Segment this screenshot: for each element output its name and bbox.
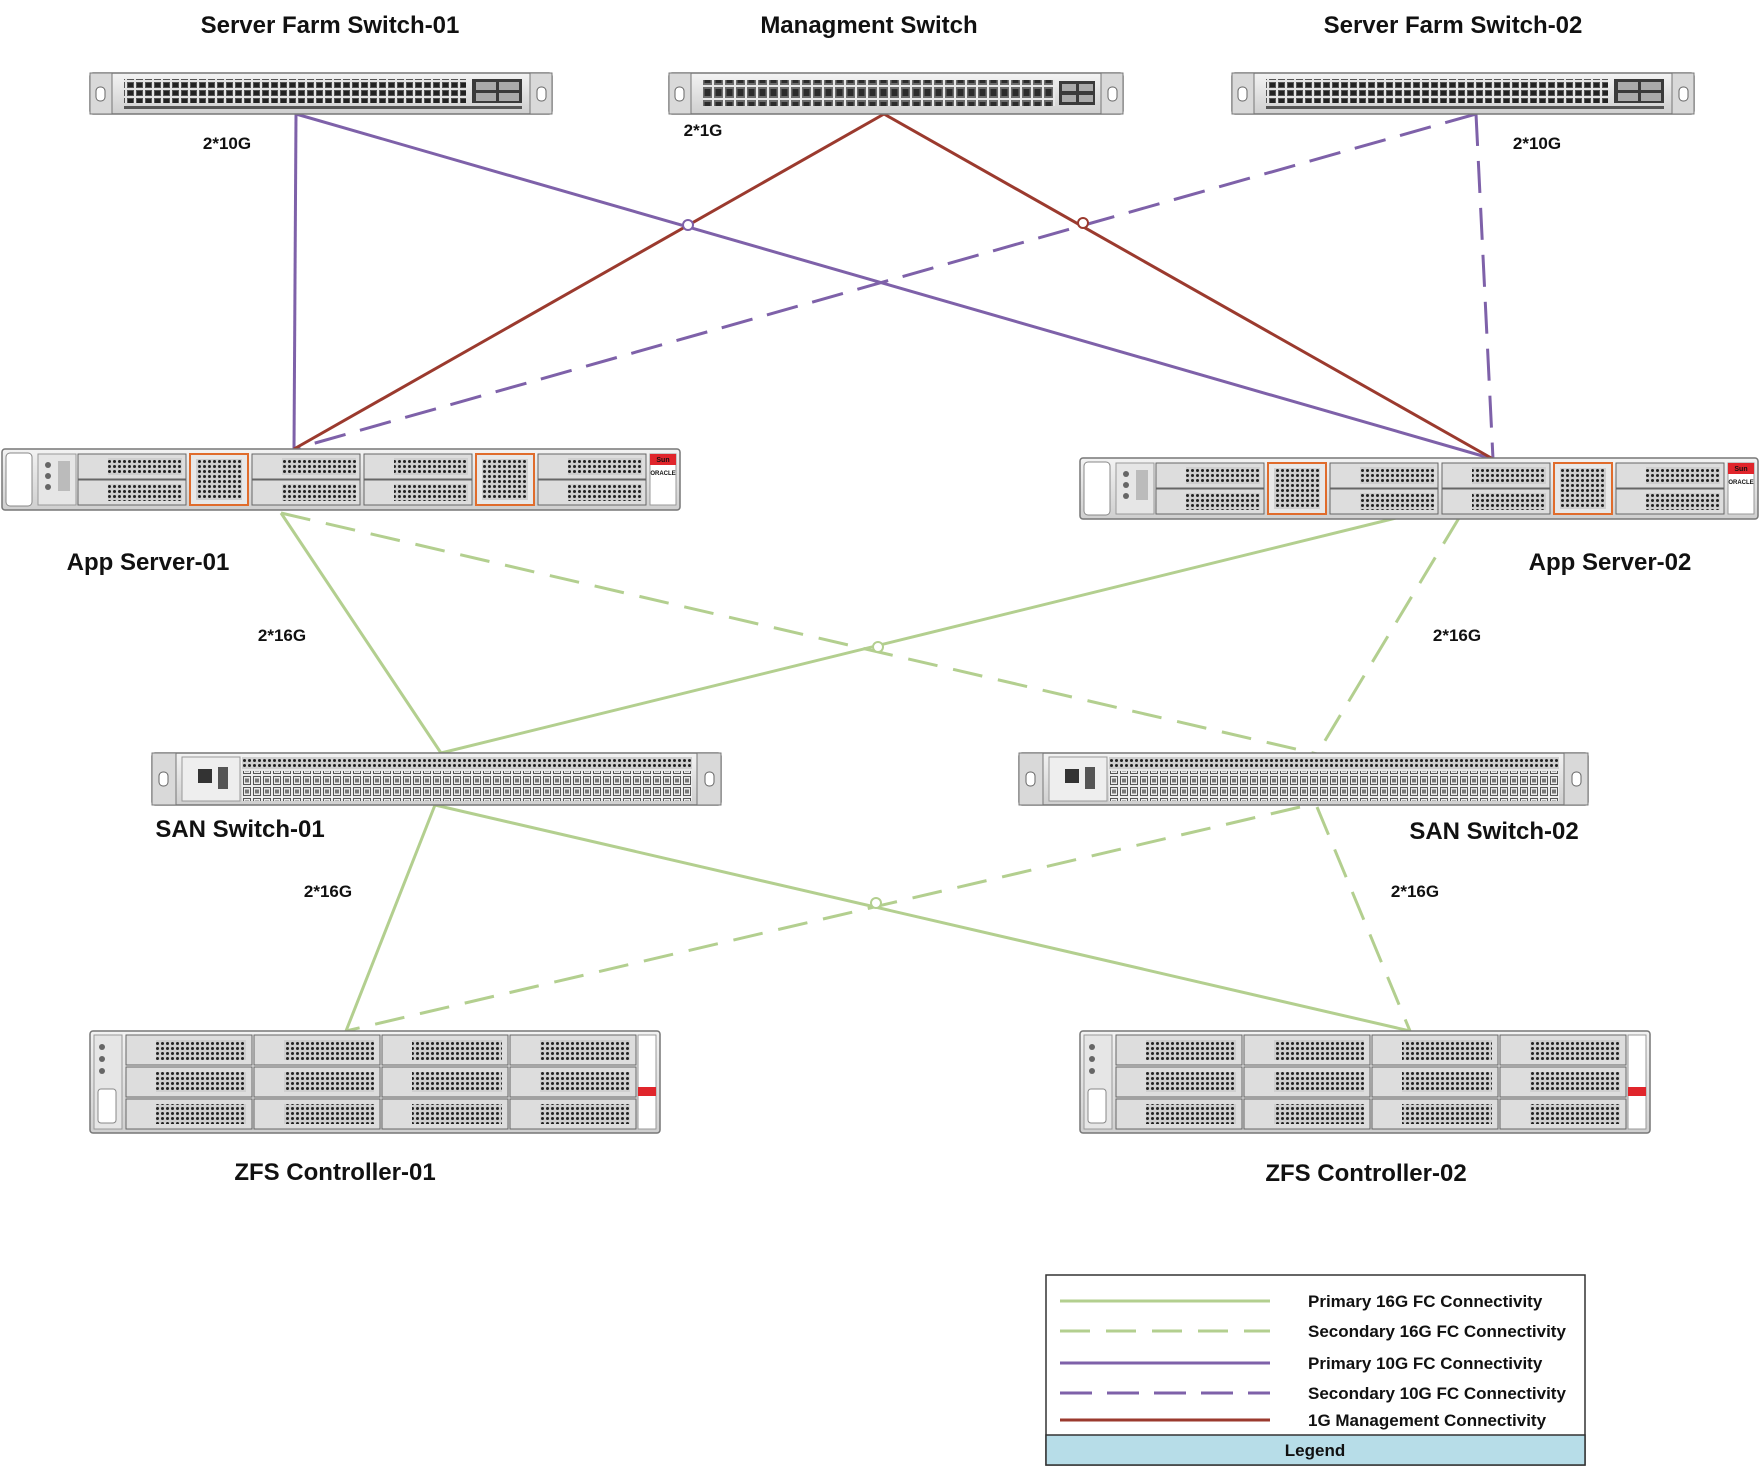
- link-sf02-app02: [1474, 113, 1495, 460]
- drive-bays-left: [77, 453, 187, 506]
- legend-label: Primary 10G FC Connectivity: [1308, 1354, 1543, 1373]
- app-server-02[interactable]: Sun ORACLE: [1079, 457, 1759, 520]
- link-sf02-app01: [293, 112, 1477, 451]
- label-app-server-02: App Server-02: [1529, 549, 1692, 576]
- zfs-controller-01[interactable]: [89, 1030, 661, 1134]
- link-san02-zfs01: [345, 805, 1301, 1033]
- drive-bays-right: [537, 453, 647, 506]
- legend-title: Legend: [1285, 1441, 1345, 1460]
- legend-label: Primary 16G FC Connectivity: [1308, 1292, 1543, 1311]
- link-label-app02: 2*16G: [1433, 626, 1481, 645]
- zfs-controller-02[interactable]: [1079, 1030, 1651, 1134]
- link-label-mgmt: 2*1G: [684, 121, 723, 140]
- legend: Legend Primary 16G FC Connectivity Secon…: [1045, 1274, 1586, 1466]
- link-san01-zfs01: [344, 804, 437, 1032]
- link-sf01-app01: [292, 113, 298, 450]
- san-switch-02[interactable]: [1018, 752, 1589, 806]
- label-san-switch-02: SAN Switch-02: [1409, 818, 1578, 845]
- link-label-sf02: 2*10G: [1513, 134, 1561, 153]
- connections: [279, 112, 1495, 1033]
- oracle-badge: ORACLE: [650, 471, 675, 477]
- san-switch-01[interactable]: [151, 752, 722, 806]
- label-management-switch: Managment Switch: [760, 12, 977, 39]
- link-label-san01: 2*16G: [304, 882, 352, 901]
- label-san-switch-01: SAN Switch-01: [155, 816, 324, 843]
- link-mgmt-app02: [883, 112, 1494, 461]
- management-switch[interactable]: [668, 72, 1124, 115]
- link-sf01-app02-line: [295, 112, 1494, 461]
- sun-badge: Sun: [656, 457, 669, 464]
- link-label-app01: 2*16G: [258, 626, 306, 645]
- server-farm-switch-02[interactable]: [1231, 72, 1695, 115]
- oracle-badge: ORACLE: [1728, 480, 1753, 486]
- link-label-sf01: 2*10G: [203, 134, 251, 153]
- link-app01-san01: [279, 512, 443, 754]
- label-zfs-controller-02: ZFS Controller-02: [1265, 1160, 1466, 1187]
- server-farm-switch-01[interactable]: [89, 72, 553, 115]
- link-mgmt-app01: [293, 112, 885, 451]
- drive-bays-middle: [251, 453, 473, 506]
- label-app-server-01: App Server-01: [67, 549, 230, 576]
- link-app01-san02: [280, 511, 1318, 756]
- legend-label: 1G Management Connectivity: [1308, 1411, 1547, 1430]
- label-server-farm-switch-01: Server Farm Switch-01: [201, 12, 460, 39]
- app-server-01[interactable]: Sun ORACLE: [1, 448, 681, 511]
- label-server-farm-switch-02: Server Farm Switch-02: [1324, 12, 1583, 39]
- legend-label: Secondary 16G FC Connectivity: [1308, 1322, 1566, 1341]
- drive-grid: [125, 1034, 637, 1130]
- link-san01-zfs02: [434, 803, 1411, 1033]
- label-zfs-controller-01: ZFS Controller-01: [234, 1159, 435, 1186]
- legend-label: Secondary 10G FC Connectivity: [1308, 1384, 1566, 1403]
- link-app02-san01: [440, 516, 1397, 755]
- link-san02-zfs02: [1315, 806, 1412, 1032]
- sun-badge: Sun: [1734, 466, 1747, 473]
- link-label-san02: 2*16G: [1391, 882, 1439, 901]
